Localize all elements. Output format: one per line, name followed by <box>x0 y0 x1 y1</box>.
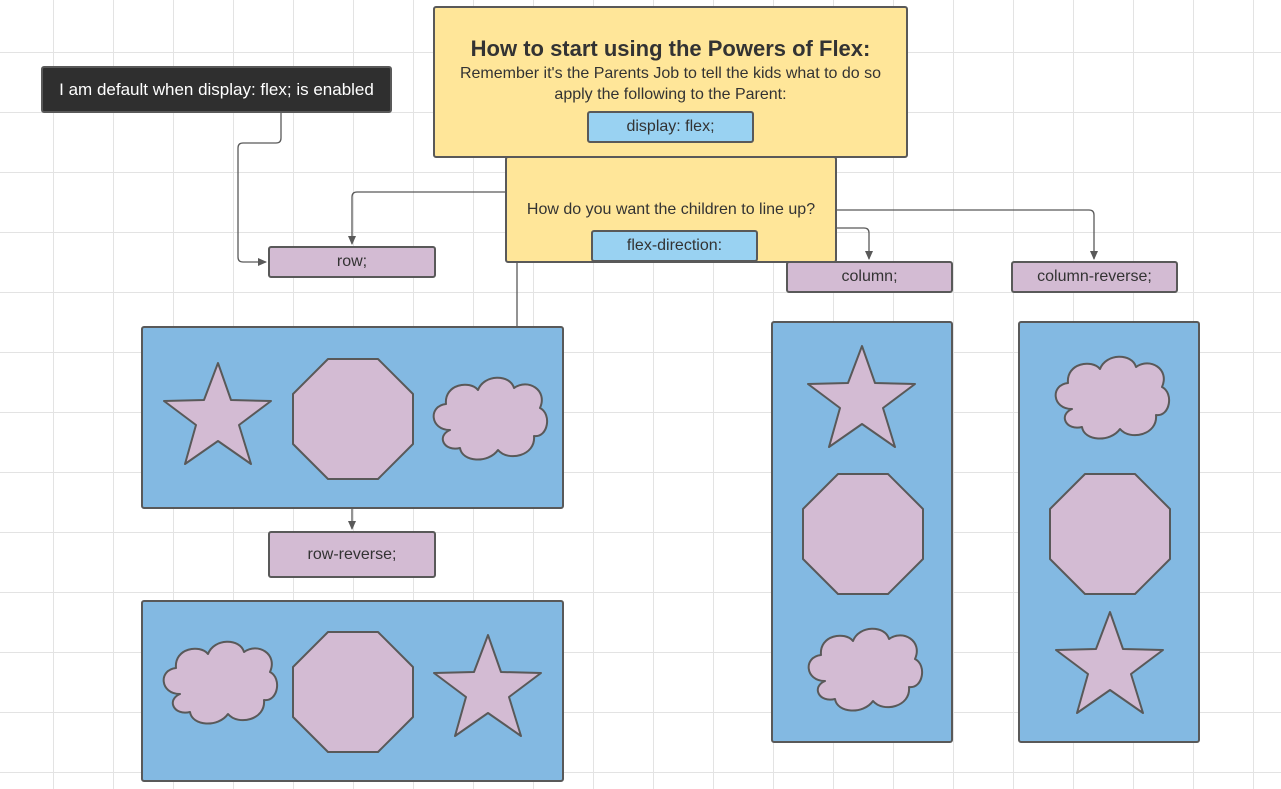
connector-question-to-row <box>348 191 507 245</box>
cloud-shape <box>162 640 279 725</box>
octagon-shape <box>292 631 414 753</box>
octagon-shape <box>1049 473 1171 595</box>
option-column-reverse-label: column-reverse; <box>1011 261 1178 293</box>
option-column-label: column; <box>786 261 953 293</box>
header-subtitle-line1: Remember it's the Parents Job to tell th… <box>459 65 882 82</box>
star-shape <box>807 345 916 448</box>
option-row-label: row; <box>268 246 436 278</box>
question-box: How do you want the children to line up? <box>505 156 837 263</box>
row-reverse-panel <box>141 600 564 782</box>
cloud-shape <box>807 627 924 712</box>
octagon-shape <box>292 358 414 480</box>
header-title: How to start using the Powers of Flex: <box>470 36 871 61</box>
connector-question-to-column-reverse <box>835 209 1098 260</box>
column-panel <box>771 321 953 743</box>
option-row-reverse-label: row-reverse; <box>268 531 436 578</box>
display-flex-label: display: flex; <box>587 111 754 143</box>
connector-default-to-row <box>237 112 282 266</box>
column-reverse-panel <box>1018 321 1200 743</box>
default-note: I am default when display: flex; is enab… <box>41 66 392 113</box>
cloud-shape <box>432 376 549 461</box>
star-shape <box>163 362 272 465</box>
cloud-shape <box>1054 355 1171 440</box>
connector-question-to-column <box>835 227 873 260</box>
question-text: How do you want the children to line up? <box>526 201 816 218</box>
header-box: How to start using the Powers of Flex: R… <box>433 6 908 158</box>
star-shape <box>433 634 542 737</box>
flex-direction-label: flex-direction: <box>591 230 758 262</box>
row-panel <box>141 326 564 509</box>
octagon-shape <box>802 473 924 595</box>
star-shape <box>1055 611 1164 714</box>
header-subtitle-line2: apply the following to the Parent: <box>554 86 787 103</box>
